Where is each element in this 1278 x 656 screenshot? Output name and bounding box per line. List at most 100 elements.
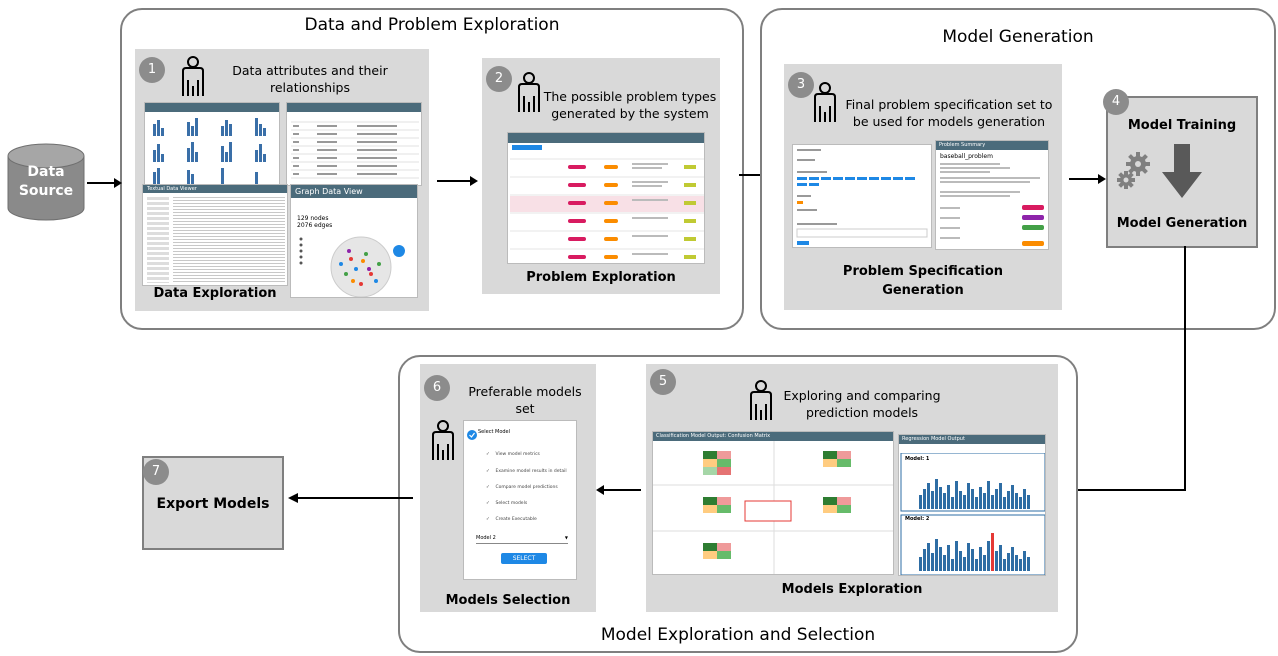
step6-desc-line2: set bbox=[515, 401, 535, 416]
problem-summary-body bbox=[940, 163, 1044, 246]
regression-output-screenshot: Regression Model Output Model: 1 Model: … bbox=[898, 434, 1046, 576]
step3-caption: Problem Specification Generation bbox=[784, 262, 1062, 300]
select-check-icon bbox=[467, 430, 477, 440]
histogram-grid-screenshot bbox=[144, 102, 280, 186]
step6-caption: Models Selection bbox=[445, 593, 571, 608]
select-item-0: ✓ View model metrics bbox=[486, 452, 540, 457]
textual-data-viewer-screenshot: Textual Data Viewer bbox=[142, 184, 288, 286]
data-source-label: Data Source bbox=[6, 163, 86, 201]
select-item-4: ✓ Create Executable bbox=[486, 517, 537, 522]
step3-description: Final problem specification set to be us… bbox=[838, 96, 1060, 130]
graph-edge-count: 2076 edges bbox=[297, 222, 333, 229]
step5-desc-line2: prediction models bbox=[805, 405, 919, 420]
person-icon bbox=[432, 420, 454, 460]
screenshot-header bbox=[287, 103, 421, 112]
problem-summary-title: Problem Summary bbox=[939, 142, 986, 148]
select-item-label: Examine model results in detail bbox=[495, 469, 567, 474]
step1-caption: Data Exploration bbox=[153, 286, 277, 301]
step1-desc-line1: Data attributes and their bbox=[232, 63, 388, 78]
data-table-screenshot bbox=[286, 102, 422, 186]
screenshot-header bbox=[508, 133, 704, 143]
step-number-6: 6 bbox=[424, 375, 450, 401]
step-number-7: 7 bbox=[143, 459, 169, 485]
step7-caption: Export Models bbox=[156, 496, 270, 512]
step1-description: Data attributes and their relationships bbox=[205, 62, 415, 96]
problem-list-rows bbox=[510, 145, 704, 259]
confusion-header: Classification Model Output: Confusion M… bbox=[653, 432, 893, 441]
problem-list-screenshot bbox=[507, 132, 705, 264]
model-training-title: Model Training bbox=[1127, 118, 1237, 133]
select-model-button[interactable]: SELECT MODEL bbox=[501, 553, 547, 573]
graph-view-header: Graph Data View bbox=[291, 185, 417, 198]
select-item-2: ✓ Compare model predictions bbox=[486, 485, 558, 490]
problem-summary-screenshot: Problem Summary baseball_problem bbox=[935, 140, 1049, 250]
data-source-label-line1: Data bbox=[27, 164, 65, 180]
person-icon bbox=[814, 82, 836, 122]
data-source-cylinder bbox=[7, 143, 85, 221]
arrow-exploration-to-problem bbox=[437, 176, 478, 186]
step2-desc-line2: generated by the system bbox=[551, 106, 709, 121]
confusion-title: Classification Model Output: Confusion M… bbox=[656, 433, 771, 439]
specification-form-screenshot bbox=[792, 144, 932, 248]
arrow-selection-to-export bbox=[288, 493, 413, 503]
select-item-1: ✓ Examine model results in detail bbox=[486, 469, 567, 474]
problem-summary-name: baseball_problem bbox=[940, 153, 993, 160]
arrow-exploration-to-selection bbox=[596, 485, 641, 495]
step5-desc-line1: Exploring and comparing bbox=[783, 388, 941, 403]
regression-model-1: Model: 1 bbox=[905, 456, 930, 462]
step-number-4: 4 bbox=[1103, 89, 1129, 115]
regression-bar-charts bbox=[900, 453, 1045, 575]
data-source-label-line2: Source bbox=[18, 183, 74, 199]
graph-view-title: Graph Data View bbox=[295, 187, 363, 196]
step3-caption-line1: Problem Specification bbox=[842, 264, 1004, 279]
select-model-screenshot: Select Model ✓ View model metrics ✓ Exam… bbox=[463, 420, 577, 580]
histogram-grid bbox=[153, 118, 266, 184]
step4-caption: Model Generation bbox=[1116, 216, 1248, 231]
group-title-generation: Model Generation bbox=[942, 27, 1094, 47]
confusion-matrices bbox=[653, 441, 893, 574]
group-title-exploration: Data and Problem Exploration bbox=[304, 15, 560, 35]
step3-desc-line2: be used for models generation bbox=[852, 114, 1046, 129]
text-viewer-body bbox=[173, 197, 285, 283]
chevron-down-icon: ▼ bbox=[564, 535, 568, 540]
person-icon bbox=[518, 72, 540, 112]
regression-title: Regression Model Output bbox=[902, 436, 965, 442]
arrow-source-to-exploration bbox=[87, 178, 122, 188]
step-number-1: 1 bbox=[139, 57, 165, 83]
gears-icon bbox=[1117, 152, 1150, 189]
graph-data-view-screenshot: Graph Data View 129 nodes 2076 edges bbox=[290, 184, 418, 298]
step3-caption-line2: Generation bbox=[882, 283, 964, 298]
data-table-rows bbox=[291, 121, 419, 179]
model-dropdown[interactable]: Model 2 ▼ bbox=[476, 535, 568, 544]
select-model-title: Select Model bbox=[478, 429, 511, 435]
regression-model-2: Model: 2 bbox=[905, 516, 930, 522]
select-item-label: View model metrics bbox=[495, 452, 540, 457]
person-icon bbox=[750, 380, 772, 420]
step1-desc-line2: relationships bbox=[270, 80, 350, 95]
problem-summary-header: Problem Summary bbox=[936, 141, 1048, 150]
screenshot-header bbox=[145, 103, 279, 112]
step5-description: Exploring and comparing prediction model… bbox=[772, 387, 952, 421]
text-viewer-title: Textual Data Viewer bbox=[147, 186, 197, 192]
step-number-3: 3 bbox=[788, 72, 814, 98]
step6-desc-line1: Preferable models bbox=[468, 384, 582, 399]
group-title-selection: Model Exploration and Selection bbox=[600, 625, 876, 645]
specification-form bbox=[796, 149, 928, 245]
screenshot-header bbox=[143, 185, 287, 193]
step6-description: Preferable models set bbox=[460, 383, 590, 417]
person-icon bbox=[182, 56, 204, 96]
step2-caption: Problem Exploration bbox=[526, 270, 676, 285]
step-number-2: 2 bbox=[486, 66, 512, 92]
graph-network bbox=[299, 236, 405, 297]
model-dropdown-value: Model 2 bbox=[476, 535, 496, 541]
down-arrow-icon bbox=[1162, 144, 1202, 198]
arrow-specification-to-training bbox=[1069, 174, 1106, 184]
select-item-label: Compare model predictions bbox=[495, 485, 558, 490]
confusion-matrix-screenshot: Classification Model Output: Confusion M… bbox=[652, 431, 894, 575]
panel-export-models bbox=[142, 456, 284, 550]
select-item-label: Select models bbox=[495, 501, 528, 506]
step2-desc-line1: The possible problem types bbox=[543, 89, 717, 104]
step2-description: The possible problem types generated by … bbox=[540, 88, 720, 122]
step5-caption: Models Exploration bbox=[781, 582, 923, 597]
text-viewer-sidebar bbox=[147, 197, 169, 283]
